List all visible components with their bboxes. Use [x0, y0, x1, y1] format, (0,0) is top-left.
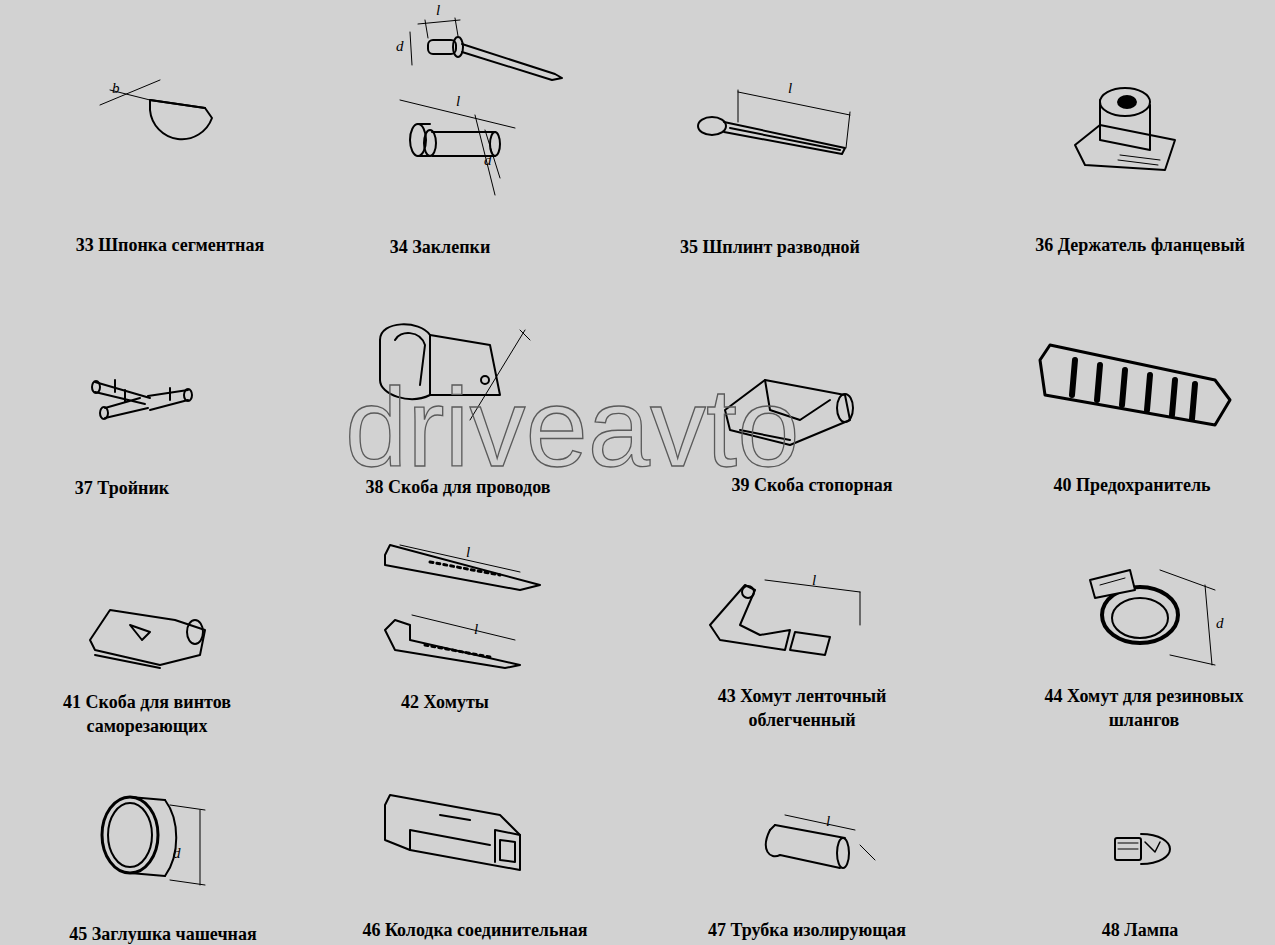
caption: 40 Предохранитель	[1053, 473, 1210, 497]
dimension-label: d	[1216, 615, 1224, 631]
caption: 38 Скоба для проводов	[366, 475, 551, 499]
cotter-pin	[698, 90, 850, 154]
rivet	[400, 18, 562, 195]
dimension-label: l	[474, 621, 478, 637]
caption: 48 Лампа	[1102, 918, 1179, 942]
caption: 46 Колодка соединительная	[362, 918, 587, 942]
fuse	[1040, 345, 1230, 425]
caption: 36 Держатель фланцевый	[1035, 233, 1245, 257]
insulating-tube	[766, 815, 875, 868]
lamp	[1115, 834, 1170, 864]
hose-clamp	[1090, 570, 1215, 665]
screw-clip	[90, 610, 205, 668]
caption: 47 Трубка изолирующая	[708, 918, 906, 942]
caption: 33 Шпонка сегментная	[76, 233, 264, 257]
caption: 45 Заглушка чашечная	[69, 922, 256, 945]
connector-block	[385, 795, 520, 870]
caption: 43 Хомут ленточный облегченный	[682, 684, 922, 732]
caption: 41 Скоба для винтов саморезающих	[37, 690, 257, 738]
dimension-label: d	[484, 152, 492, 168]
caption: 42 Хомуты	[401, 690, 489, 714]
flange-holder	[1075, 88, 1175, 170]
band-clamp	[710, 580, 860, 655]
dimension-label: d	[396, 38, 404, 54]
cable-tie	[385, 545, 540, 668]
segment-key	[100, 80, 212, 139]
dimension-label: l	[826, 813, 830, 829]
dimension-label: l	[466, 544, 470, 560]
watermark: driveavto	[345, 372, 799, 484]
caption: 39 Скоба стопорная	[731, 473, 892, 497]
dimension-label: l	[788, 80, 792, 96]
caption: 34 Заклепки	[390, 235, 491, 259]
dimension-label: l	[436, 2, 440, 18]
dimension-label: b	[112, 80, 120, 96]
dimension-label: d	[173, 845, 181, 861]
dimension-label: l	[812, 572, 816, 588]
cup-plug	[102, 797, 205, 885]
tee-fitting	[92, 380, 192, 419]
caption: 37 Тройник	[75, 476, 169, 500]
caption: 35 Шплинт разводной	[680, 235, 860, 259]
dimension-label: l	[456, 93, 460, 109]
caption: 44 Хомут для резиновых шлангов	[1019, 684, 1269, 732]
